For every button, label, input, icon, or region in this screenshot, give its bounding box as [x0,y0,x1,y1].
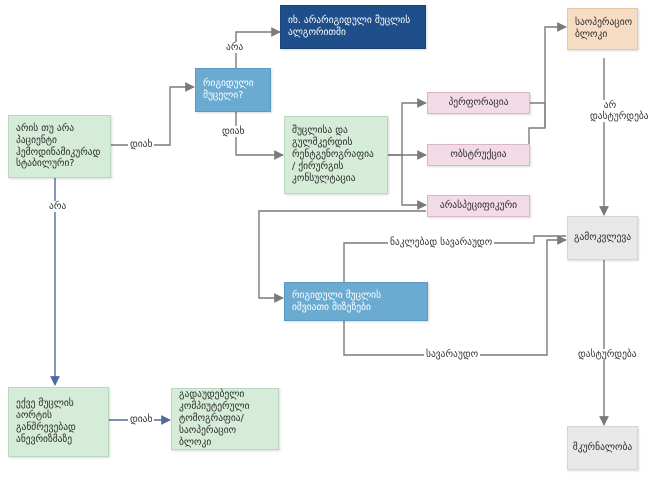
edge-label-yes-start: დიახ [128,139,155,150]
node-hemodynamic-stability-label: არის თუ არა პაციენტი ჰემოდინამიკურად სტა… [16,122,101,170]
edge-label-no-start: არა [47,201,69,212]
node-treatment-label: მკურნალობა [572,442,633,454]
node-perforation: პერფორაცია [427,92,530,114]
node-rare-causes: რიგიდული მუცლის იშვიათი მიზეზები [284,282,428,321]
node-treatment: მკურნალობა [567,426,638,470]
node-operating-room-label: საოპერაციო ბლოკი [575,17,633,40]
node-xray-consult: მუცლისა და გულმკერდის რენტგენოგრაფია / ქ… [284,116,388,194]
edge-xray-to-nonspecific [401,155,427,210]
node-nonspecific: არასპეციფიკური [427,195,530,217]
node-aortic-aneurysm-suspect-label: ექვე მუცლის აორტის განშრევებად ანევრიზმა… [16,398,76,445]
node-ct-or: გადაუდებელი კომპიუტერული ტომოგრაფია/ საო… [171,388,279,450]
node-obstruction-label: ობსტრუქცია [450,149,507,161]
node-rare-causes-label: რიგიდული მუცლის იშვიათი მიზეზები [292,289,382,313]
edge-nonspecific-to-causes [258,210,426,303]
edge-label-confirmed: დასტურდება [576,349,639,360]
node-operating-room: საოპერაციო ბლოკი [567,8,638,50]
edge-label-not-confirmed: არ დასტურდება [588,100,649,122]
edge-causes-likely [343,235,567,356]
node-nonrigid-algorithm: იხ. არარიგიდული მუცლის ალგორითმი [280,5,426,49]
node-rigid-abdomen-question: რიგიდული მუცელი? [195,68,271,112]
node-observation-label: გამოკვლევა [573,232,632,244]
node-perforation-label: პერფორაცია [448,97,509,109]
node-aortic-aneurysm-suspect: ექვე მუცლის აორტის განშრევებად ანევრიზმა… [8,387,109,457]
node-ct-or-label: გადაუდებელი კომპიუტერული ტომოგრაფია/ საო… [179,389,250,448]
node-hemodynamic-stability: არის თუ არა პაციენტი ჰემოდინამიკურად სტა… [8,115,111,178]
edge-rigid-to-algorithm [235,27,281,68]
node-nonspecific-label: არასპეციფიკური [439,200,518,212]
node-observation: გამოკვლევა [567,216,638,260]
node-nonrigid-algorithm-label: იხ. არარიგიდული მუცლის ალგორითმი [288,15,411,38]
edge-perf-to-or [528,102,546,155]
edge-label-likely: სავარაუდო [424,349,481,360]
edge-label-yes-rigid: დიახ [220,126,247,137]
node-rigid-abdomen-question-label: რიგიდული მუცელი? [203,78,254,101]
node-xray-consult-label: მუცლისა და გულმკერდის რენტგენოგრაფია / ქ… [292,125,374,184]
edge-causes-less-likely [343,235,566,282]
edge-start-to-rigid [110,82,195,146]
edge-label-no-rigid: არა [224,42,246,53]
edge-perf-or-trunk [544,22,567,128]
edge-label-yes-ct: დიახ [128,414,155,425]
edge-label-less-likely: ნაკლებად სავარაუდო [388,237,495,248]
node-obstruction: ობსტრუქცია [427,144,530,166]
edge-xray-to-perforation [387,98,427,156]
